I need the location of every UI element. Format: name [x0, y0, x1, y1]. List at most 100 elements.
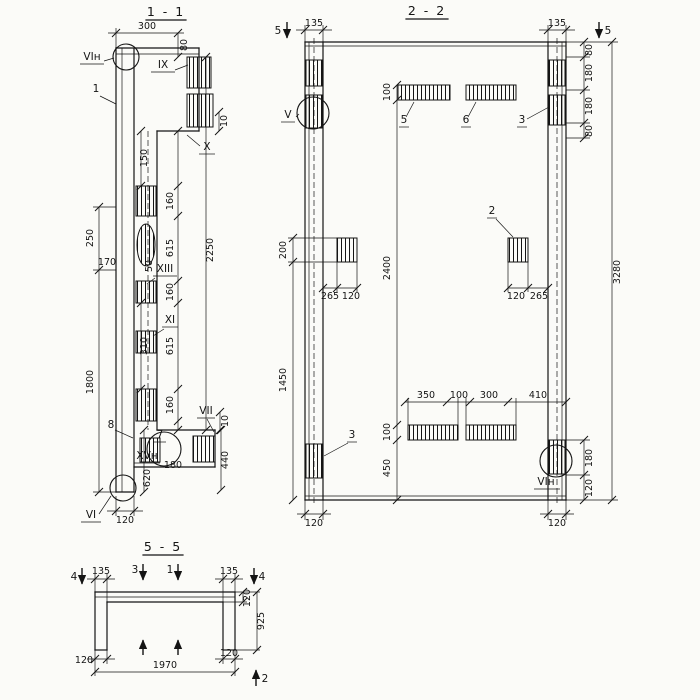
embedded-plate [135, 185, 157, 217]
dim-label: 120 [220, 648, 238, 659]
part-label: 1 [93, 83, 100, 95]
dim-label: 135 [92, 566, 110, 577]
embedded-plate [305, 443, 323, 479]
cut-mark: 1 [167, 564, 174, 576]
section-mark: VIн [83, 51, 100, 63]
dim-label: 615 [165, 239, 176, 257]
section-title: 5 - 5 [144, 539, 182, 554]
dim-label: 120 [548, 518, 566, 529]
dim-label: 265 [321, 291, 339, 302]
dim-label: 80 [584, 44, 595, 56]
section-2-2: 2 - 2 [275, 3, 623, 529]
section-mark: XI [165, 314, 175, 326]
dim-label: 170 [98, 257, 116, 268]
detail-circle [109, 474, 137, 502]
part-label: 5 [401, 114, 408, 126]
dim-label: 310 [139, 337, 150, 355]
embedded-plate [135, 280, 157, 304]
section-mark: VIн [537, 476, 554, 488]
dim-label: 120 [305, 518, 323, 529]
part-label: 6 [463, 114, 470, 126]
section-mark: V [284, 109, 292, 121]
cut-mark: 4 [259, 571, 266, 583]
part-label: 3 [519, 114, 526, 126]
section-mark: XVн [136, 450, 157, 462]
embedded-plate [548, 94, 566, 126]
part-label: 7 [157, 429, 164, 441]
embedded-plate [305, 59, 323, 87]
detail-circle [296, 96, 330, 130]
dim-label: 50 [144, 260, 155, 272]
dim-label: 80 [584, 125, 595, 137]
embedded-plate [135, 388, 157, 422]
detail-circle [146, 431, 182, 467]
embedded-plate [548, 59, 566, 87]
dim-label: 3280 [612, 260, 623, 284]
dim-label: 410 [529, 390, 547, 401]
dim-label: 135 [305, 18, 323, 29]
vent-slot [465, 424, 517, 441]
dim-label: 100 [382, 83, 393, 101]
dim-label: 100 [450, 390, 468, 401]
vent-slot [407, 424, 459, 441]
labels-2-2: V VIн 5 6 3 2 3 [281, 101, 560, 490]
dim-label: 120 [75, 655, 93, 666]
dim-label: 925 [256, 612, 267, 630]
vent-slot [397, 84, 451, 101]
section-mark: VII [199, 405, 212, 417]
dim-label: 135 [220, 566, 238, 577]
dim-label: 2250 [205, 238, 216, 262]
dim-label: 300 [480, 390, 498, 401]
part-label: 3 [349, 429, 356, 441]
section-mark: VI [86, 509, 96, 521]
dim-label: 265 [530, 291, 548, 302]
dim-label: 160 [165, 396, 176, 414]
dim-label: 160 [165, 192, 176, 210]
section-title: 2 - 2 [408, 3, 446, 18]
dim-label: 150 [139, 149, 150, 167]
dim-label: 135 [548, 18, 566, 29]
cut-mark: 4 [71, 571, 78, 583]
dim-label: 180 [584, 449, 595, 467]
dim-label: 300 [138, 21, 156, 32]
embedded-plates [305, 59, 566, 479]
section-mark: XIII [157, 263, 173, 275]
embedded-plate [305, 94, 323, 129]
part-label: 2 [489, 205, 496, 217]
dim-label: 450 [382, 459, 393, 477]
embedded-plates [135, 56, 216, 463]
section-title: 1 - 1 [147, 4, 185, 19]
cut-mark: 3 [132, 564, 139, 576]
dim-label: 2400 [382, 256, 393, 280]
dim-label: 10 [219, 115, 230, 127]
dim-label: 180 [584, 97, 595, 115]
part-label: 8 [108, 419, 115, 431]
dim-label: 350 [417, 390, 435, 401]
embedded-plate [186, 56, 212, 89]
dim-label: 440 [220, 451, 231, 469]
dimensions-2-2: 135 135 80 180 180 80 3280 [278, 18, 623, 529]
dim-label: 1800 [85, 370, 96, 394]
dim-label: 120 [242, 589, 253, 607]
embedded-plate [186, 93, 214, 128]
dim-label: 120 [584, 479, 595, 497]
embedded-plate [139, 437, 161, 463]
embedded-plate [192, 435, 216, 463]
detail-circles [109, 43, 182, 502]
dim-label: 10 [220, 415, 231, 427]
cut-mark: 5 [275, 25, 282, 37]
embedded-plate [507, 237, 529, 263]
channel-outline [94, 591, 236, 651]
dim-label: 180 [584, 64, 595, 82]
detail-circle [539, 444, 573, 478]
dim-label: 1450 [278, 368, 289, 392]
vent-slot [465, 84, 517, 101]
section-5-5: 5 - 5 135 135 [71, 539, 269, 686]
dim-label: 620 [142, 469, 153, 487]
cut-markers: 5 5 [275, 22, 611, 39]
dim-label: 120 [342, 291, 360, 302]
section-mark: X [203, 141, 210, 153]
cut-mark: 2 [262, 673, 269, 685]
